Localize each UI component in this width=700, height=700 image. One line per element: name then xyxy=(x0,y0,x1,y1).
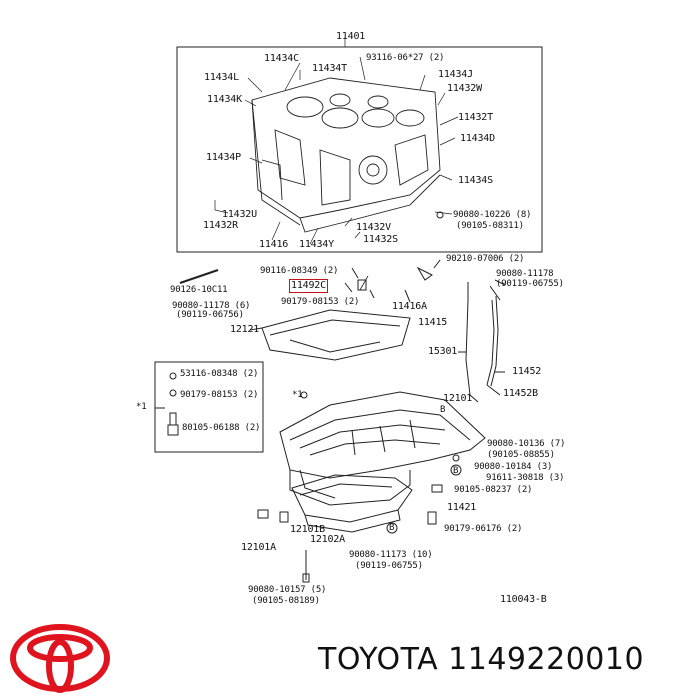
label-11434s: 11434S xyxy=(458,175,493,186)
label-90105-08311: (90105-08311) xyxy=(456,221,524,231)
label-80105-06188: 80105-06188 (2) xyxy=(182,423,261,433)
fasteners xyxy=(155,211,506,583)
label-90179-08153: 90179-08153 (2) xyxy=(281,297,360,307)
brand-and-part-number: TOYOTA 1149220010 xyxy=(318,642,644,677)
label-11432r: 11432R xyxy=(203,220,238,231)
label-90126-10011: 90126-10C11 xyxy=(170,285,228,295)
part-number: 1149220010 xyxy=(448,642,645,677)
label-11434t: 11434T xyxy=(312,63,347,74)
baffle-plate xyxy=(249,309,411,361)
label-11416: 11416 xyxy=(259,239,289,250)
label-11432t: 11432T xyxy=(458,112,493,123)
label-15301: 15301 xyxy=(428,346,458,357)
bracket-frame xyxy=(154,361,264,453)
label-90080-10184: 90080-10184 (3) xyxy=(474,462,553,472)
label-star1-pan: *1 xyxy=(292,390,303,400)
label-90105-08855: (90105-08855) xyxy=(487,450,555,460)
label-90105-08237: 90105-08237 (2) xyxy=(454,485,533,495)
label-11434c: 11434C xyxy=(264,53,299,64)
label-90080-10136: 90080-10136 (7) xyxy=(487,439,566,449)
label-11421: 11421 xyxy=(447,502,477,513)
label-11434k: 11434K xyxy=(207,94,242,105)
label-b-marker-3: B xyxy=(440,405,446,415)
label-12102a: 12102A xyxy=(310,534,345,545)
label-11432w: 11432W xyxy=(447,83,482,94)
label-star1-left: *1 xyxy=(136,402,147,412)
label-11434d: 11434D xyxy=(460,133,495,144)
label-90080-11173: 90080-11173 (10) xyxy=(349,550,433,560)
label-b-marker-1: B xyxy=(453,466,459,476)
oil-pan-upper xyxy=(279,391,486,506)
label-11434l: 11434L xyxy=(204,72,239,83)
engine-block-frame xyxy=(176,46,543,253)
label-11452b: 11452B xyxy=(503,388,538,399)
label-12101: 12101 xyxy=(443,393,473,404)
label-90105-08189: (90105-08189) xyxy=(252,596,320,606)
label-11492c-highlighted: 11492C xyxy=(289,279,328,293)
label-11452: 11452 xyxy=(512,366,542,377)
label-91611-30818: 91611-30818 (3) xyxy=(486,473,565,483)
label-11432u: 11432U xyxy=(222,209,257,220)
brand-name: TOYOTA xyxy=(318,642,439,677)
label-90080-10157: 90080-10157 (5) xyxy=(248,585,327,595)
label-11432s: 11432S xyxy=(363,234,398,245)
label-12121: 12121 xyxy=(230,324,260,335)
label-90116-08349: 90116-08349 (2) xyxy=(260,266,339,276)
label-90179-08153-b: 90179-08153 (2) xyxy=(180,390,259,400)
label-12101a: 12101A xyxy=(241,542,276,553)
oil-pan-lower xyxy=(291,474,413,533)
label-90119-06755: (90119-06755) xyxy=(496,279,564,289)
label-b-marker-2: B xyxy=(389,523,395,533)
label-90080-10226: 90080-10226 (8) xyxy=(453,210,532,220)
label-11401: 11401 xyxy=(336,31,366,42)
label-11434y: 11434Y xyxy=(299,239,334,250)
label-11432v: 11432V xyxy=(356,222,391,233)
label-11415: 11415 xyxy=(418,317,448,328)
label-90210-07006: 90210-07006 (2) xyxy=(446,254,525,264)
label-11434j: 11434J xyxy=(438,69,473,80)
leader-lines-block xyxy=(214,37,459,245)
engine-block xyxy=(251,77,441,233)
label-12101b: 12101B xyxy=(290,524,325,535)
label-90080-11178: 90080-11178 xyxy=(496,269,554,279)
label-11416a: 11416A xyxy=(392,301,427,312)
label-90119-06756: (90119-06756) xyxy=(176,310,244,320)
label-11434p: 11434P xyxy=(206,152,241,163)
label-110043-b: 110043-B xyxy=(500,594,547,605)
label-53116-08348: 53116-08348 (2) xyxy=(180,369,259,379)
label-90119-06755-b: (90119-06755) xyxy=(355,561,423,571)
label-90179-06176: 90179-06176 (2) xyxy=(444,524,523,534)
label-90080-11178-6: 90080-11178 (6) xyxy=(172,301,251,311)
dipstick xyxy=(458,282,505,403)
label-93116-06: 93116-06*27 (2) xyxy=(366,53,445,63)
toyota-logo-icon xyxy=(10,624,110,693)
